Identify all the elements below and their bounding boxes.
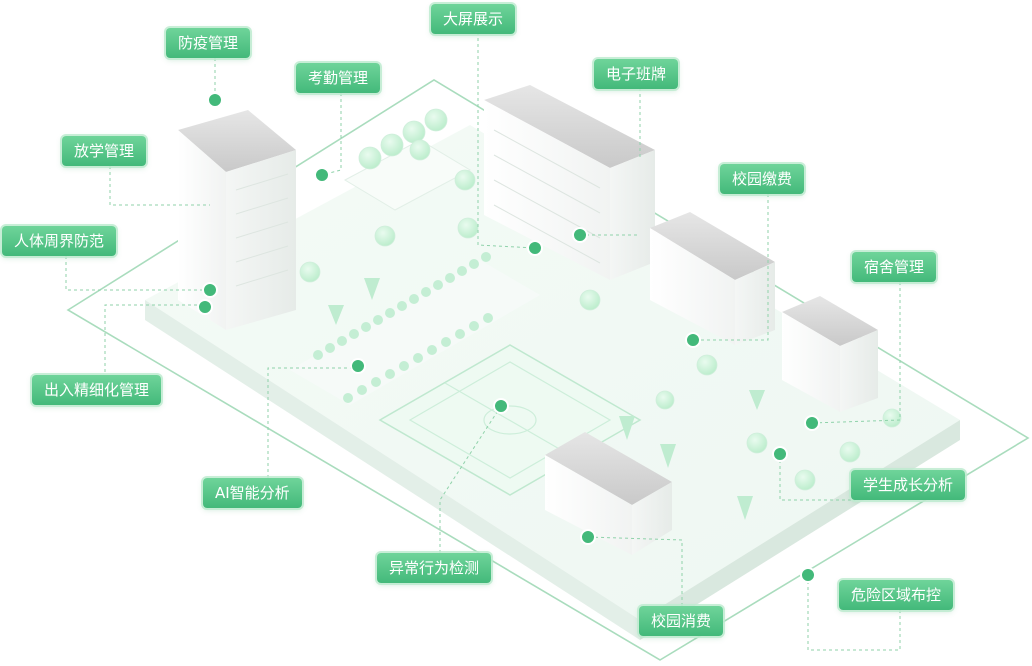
building-dormitory	[782, 296, 878, 412]
label-attendance-management[interactable]: 考勤管理	[296, 63, 381, 93]
building-middle-right	[650, 212, 775, 345]
label-big-screen-display[interactable]: 大屏展示	[431, 4, 516, 34]
hotspot-fangyi	[207, 92, 223, 108]
field-center-line	[444, 382, 576, 459]
building-canteen	[545, 432, 672, 555]
label-fine-access-management[interactable]: 出入精细化管理	[32, 375, 162, 405]
label-dormitory-management[interactable]: 宿舍管理	[852, 252, 937, 282]
hotspots	[197, 92, 820, 583]
trees	[299, 108, 902, 491]
label-electronic-class-card[interactable]: 电子班牌	[594, 59, 679, 89]
hotspot-sushe	[804, 415, 820, 431]
label-danger-zone-control[interactable]: 危险区域布控	[839, 580, 954, 610]
label-ai-analysis[interactable]: AI智能分析	[203, 478, 302, 508]
hotspot-fangxue	[202, 282, 218, 298]
campus-boundary	[66, 79, 1030, 661]
platform-front-left	[145, 300, 640, 640]
hotspot-jiaofei	[685, 332, 701, 348]
building-tower-left	[178, 110, 296, 330]
label-dismissal-management[interactable]: 放学管理	[62, 136, 147, 166]
label-student-growth-analysis[interactable]: 学生成长分析	[851, 470, 966, 500]
label-abnormal-behavior-detection[interactable]: 异常行为检测	[377, 553, 492, 583]
hotspot-dianzi	[572, 227, 588, 243]
hotspot-xiaofei	[580, 529, 596, 545]
label-epidemic-management[interactable]: 防疫管理	[166, 28, 251, 58]
hotspot-ai	[350, 358, 366, 374]
label-campus-consumption[interactable]: 校园消费	[639, 606, 724, 636]
sports-field-inner	[408, 361, 612, 479]
leader-lines	[65, 32, 901, 651]
field-center-circle	[483, 405, 537, 435]
hedge-row	[313, 252, 493, 403]
label-human-perimeter-defense[interactable]: 人体周界防范	[2, 226, 117, 256]
hotspot-daping	[527, 240, 543, 256]
hotspot-churu	[197, 299, 213, 315]
hotspot-yichang	[493, 398, 509, 414]
hotspot-kaoqin	[314, 167, 330, 183]
label-campus-payment[interactable]: 校园缴费	[720, 164, 805, 194]
conifer-trees	[328, 278, 765, 520]
hotspot-weixian	[800, 567, 816, 583]
hotspot-xuesheng	[772, 446, 788, 462]
